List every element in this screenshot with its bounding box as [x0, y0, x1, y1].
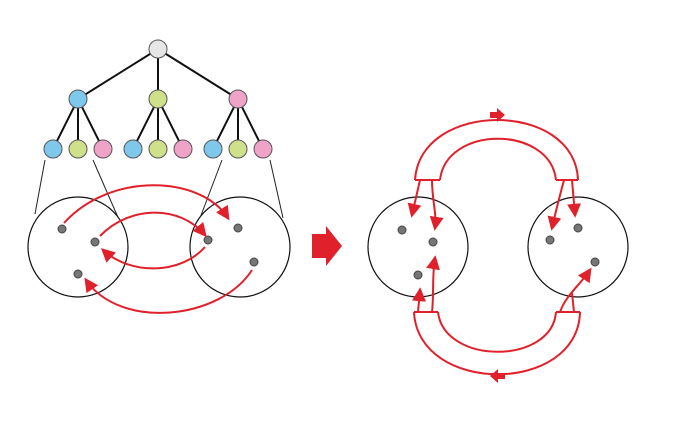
cluster-dots-left [57, 223, 259, 279]
hierarchy-tree [43, 39, 273, 159]
cluster-dots-right [397, 223, 600, 280]
arrowhead-icon [490, 369, 505, 383]
leaf-node [253, 139, 273, 159]
leaf-node [228, 139, 248, 159]
bottom-bridge-channel [413, 311, 581, 383]
branch-node-green [148, 89, 168, 109]
leaf-node [173, 139, 193, 159]
cluster-circle-left-a [27, 196, 129, 298]
branch-node-pink [228, 89, 248, 109]
leaf-node [68, 139, 88, 159]
branch-node-blue [68, 89, 88, 109]
leaf-node [148, 139, 168, 159]
arrowhead-icon [490, 108, 505, 122]
root-node [148, 39, 168, 59]
zoom-lines [34, 159, 284, 223]
leaf-node [123, 139, 143, 159]
leaf-node [203, 139, 223, 159]
leaf-node [93, 139, 113, 159]
top-bridge-channel [414, 108, 579, 181]
right-arrow-icon [312, 226, 342, 266]
cluster-circle-right-b [527, 196, 629, 298]
crossing-arrows [63, 184, 253, 314]
cluster-circle-left-b [189, 196, 291, 298]
cluster-circle-right-a [367, 196, 469, 298]
bottom-connectors [412, 255, 592, 313]
top-connectors [407, 179, 582, 231]
leaf-node [43, 139, 63, 159]
